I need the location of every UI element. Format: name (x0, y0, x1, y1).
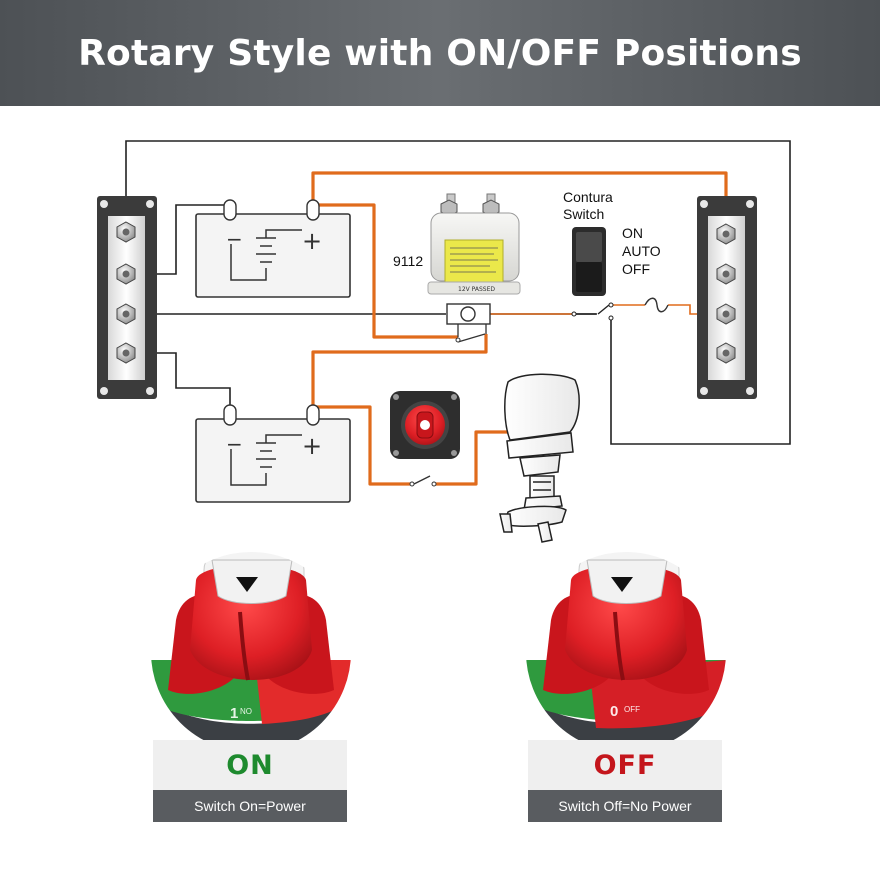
state-box-on: ON Switch On=Power (153, 740, 347, 822)
relay-solenoid: 12V PASSED (427, 193, 521, 343)
state-off-label: OFF (528, 740, 722, 790)
state-box-off: OFF Switch Off=No Power (528, 740, 722, 822)
switch-title-line2: Switch (563, 206, 605, 222)
state-on-label: ON (153, 740, 347, 790)
battery-switch-icon (390, 391, 460, 487)
relay-label: 9112 (393, 253, 424, 269)
contura-switch (571, 227, 669, 321)
page-title: Rotary Style with ON/OFF Positions (78, 32, 802, 74)
fuse-symbol (644, 297, 669, 313)
switch-title-line1: Contura (563, 189, 613, 205)
state-off-caption: Switch Off=No Power (528, 790, 722, 822)
wiring-diagram: − + − + 12V PASSED (97, 140, 791, 754)
battery-top-minus: − (226, 227, 243, 251)
relay-rating-text: 12V PASSED (458, 286, 495, 293)
left-bus-bar (97, 196, 157, 399)
knob-on-digit: 1 (230, 705, 238, 722)
battery-top: − + (195, 199, 351, 298)
state-on-caption: Switch On=Power (153, 790, 347, 822)
battery-bottom-minus: − (226, 432, 243, 456)
knob-closeup-off: 0 OFF (525, 551, 727, 753)
switch-position-auto: AUTO (622, 243, 661, 259)
battery-bottom-plus: + (302, 432, 322, 460)
switch-position-on: ON (622, 225, 643, 241)
battery-bottom: − + (195, 404, 351, 503)
header-banner: Rotary Style with ON/OFF Positions (0, 0, 880, 106)
knob-closeup-on: 1 NO (150, 551, 352, 753)
switch-position-off: OFF (622, 261, 650, 277)
knob-on-word: NO (240, 707, 252, 716)
right-bus-bar (697, 196, 757, 399)
knob-off-word: OFF (624, 705, 640, 714)
knob-off-digit: 0 (610, 703, 618, 720)
outboard-motor-icon (499, 373, 580, 543)
battery-top-plus: + (302, 227, 322, 255)
